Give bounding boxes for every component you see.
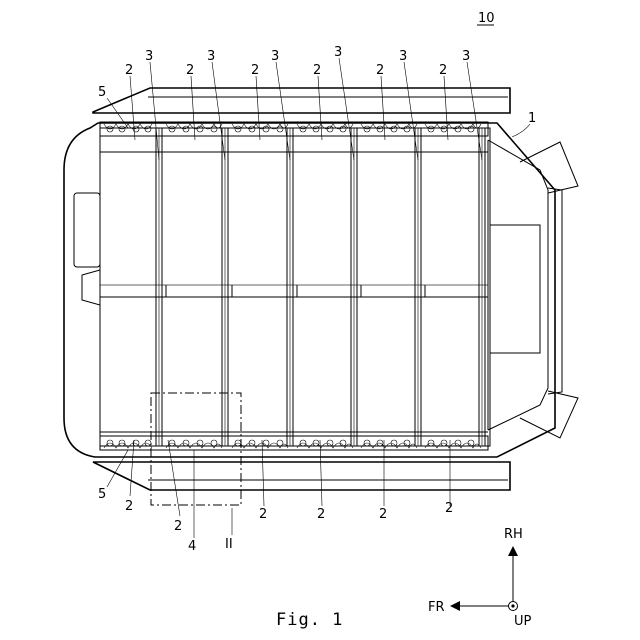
- label-battery-module: 2: [376, 63, 384, 78]
- cross-member-bars: [156, 128, 485, 446]
- cross-member: [287, 128, 293, 446]
- cross-member: [156, 128, 162, 446]
- label-battery-module: 2: [317, 507, 325, 522]
- label-cross-member: 3: [145, 49, 153, 64]
- cross-member: [351, 128, 357, 446]
- cross-member: [222, 128, 228, 446]
- label-cross-member: 3: [399, 49, 407, 64]
- label-stacked-module: 4: [188, 539, 196, 554]
- label-cross-member: 3: [334, 45, 342, 60]
- label-section-marker: II: [225, 537, 233, 552]
- figure-reference-number: 10: [478, 11, 495, 26]
- label-side-frame: 5: [98, 85, 106, 100]
- arrow-left-icon: [450, 601, 460, 611]
- label-battery-module: 2: [125, 63, 133, 78]
- label-side-frame: 5: [98, 487, 106, 502]
- lower-callout-labels: 5 2 2 4 2 2 2 2 II: [98, 487, 453, 554]
- arrow-up-icon: [508, 546, 518, 556]
- vehicle-body-outline: [64, 123, 578, 457]
- label-battery-module: 2: [313, 63, 321, 78]
- label-battery-module: 2: [259, 507, 267, 522]
- cross-member: [415, 128, 421, 446]
- direction-indicator: RH FR UP: [428, 527, 532, 629]
- label-battery-module: 2: [379, 507, 387, 522]
- lower-bracket-strip: [100, 436, 488, 450]
- label-cross-member: 3: [271, 49, 279, 64]
- lower-side-sill: [93, 462, 510, 490]
- direction-origin-label: UP: [514, 614, 532, 629]
- figure-caption: Fig. 1: [276, 610, 343, 630]
- label-battery-module: 2: [439, 63, 447, 78]
- battery-module-grid: [100, 128, 490, 446]
- label-battery-module: 2: [445, 501, 453, 516]
- direction-left-label: FR: [428, 600, 445, 615]
- label-cross-member: 3: [462, 49, 470, 64]
- upper-side-sill: [93, 88, 510, 113]
- label-cross-member: 3: [207, 49, 215, 64]
- label-battery-module: 2: [251, 63, 259, 78]
- direction-up-label: RH: [504, 527, 523, 542]
- leader-lines: [107, 58, 530, 538]
- label-battery-module: 2: [174, 519, 182, 534]
- upper-bracket-strip: [100, 122, 488, 136]
- label-vehicle: 1: [528, 111, 536, 126]
- cross-member: [479, 128, 485, 446]
- label-battery-module: 2: [125, 499, 133, 514]
- label-battery-module: 2: [186, 63, 194, 78]
